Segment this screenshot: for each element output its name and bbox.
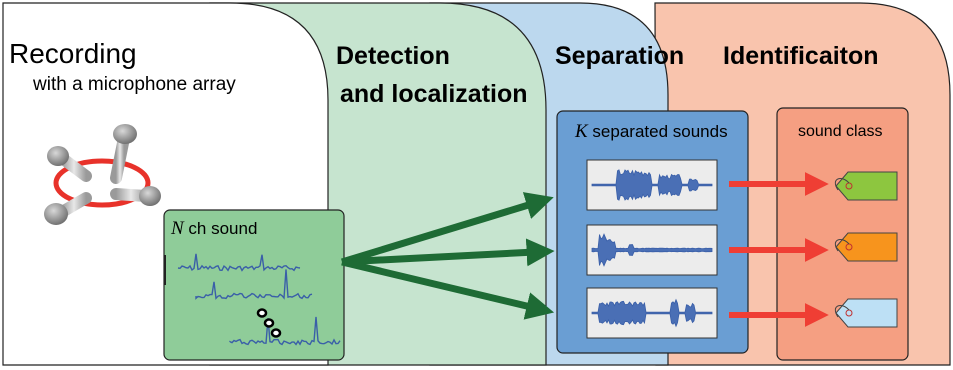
tag-icon-1 [834,171,898,201]
green-arrows [340,192,555,320]
separated-sounds-label: K separated sounds [575,121,728,143]
identification-title: Identificaiton [723,42,879,70]
separated-sounds-text: separated sounds [592,122,728,141]
input-waveforms [177,253,341,346]
recording-subtitle: with a microphone array [33,74,236,95]
ellipsis-dots [256,308,282,338]
separated-waveforms [591,169,713,328]
sound-class-label: sound class [798,123,883,140]
tag-icon-3 [834,298,898,328]
microphone-array-icon [44,124,161,225]
recording-title: Recording [9,38,137,69]
arrow-to-sound-1 [340,192,554,266]
separation-title: Separation [555,42,685,70]
arrow-to-sound-3 [341,258,555,320]
red-arrows [729,172,829,327]
detection-title-line2: and localization [340,80,528,108]
arrow-to-sound-2 [341,238,555,267]
input-sound-label: N ch sound [171,218,257,240]
input-sound-variable: N [171,218,184,239]
detection-title-line1: Detection [336,42,450,70]
input-sound-text: ch sound [188,219,258,238]
separated-sounds-variable: K [575,121,588,142]
sound-class-box [776,107,909,361]
tag-icon-2 [834,232,898,262]
